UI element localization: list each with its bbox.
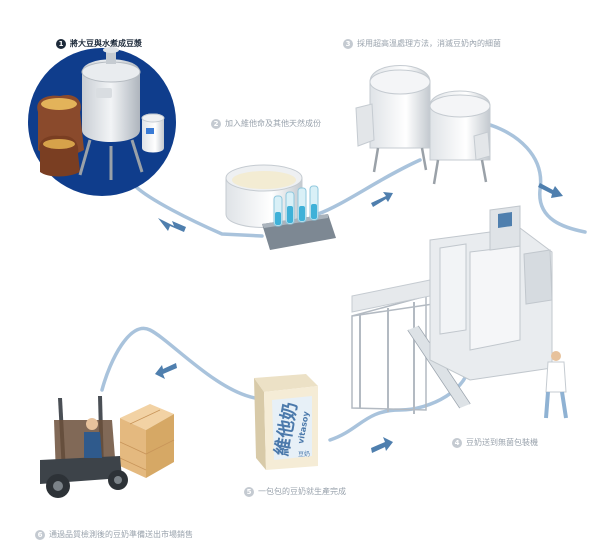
arrow-5 (155, 363, 177, 379)
step-number: 4 (452, 437, 462, 448)
pipe-1-2 (133, 184, 264, 238)
step-3-label: 3 採用超高溫處理方法，消滅豆奶內的細菌 (343, 38, 501, 49)
step-number: 5 (244, 486, 254, 497)
vitamin-station (225, 164, 336, 250)
arrow-1 (158, 218, 186, 232)
uht-station (355, 65, 491, 185)
arrow-4 (371, 437, 393, 453)
carton-sub-text: 豆奶 (298, 450, 310, 458)
step-text: 將大豆與水煮成豆漿 (70, 39, 142, 48)
pipes (100, 120, 587, 442)
pipe-5-6 (100, 326, 257, 400)
step-text: 採用超高溫處理方法，消滅豆奶內的細菌 (357, 39, 501, 48)
arrow-3 (538, 183, 563, 198)
step-5-label: 5 一包包的豆奶就生產完成 (244, 486, 346, 497)
step-text: 通過品質檢測後的豆奶準備送出市場銷售 (49, 530, 193, 539)
packaging-station (351, 205, 568, 419)
forklift-station (40, 396, 175, 498)
pipe-3-4 (478, 120, 587, 234)
step-4-label: 4 豆奶送到無菌包裝機 (452, 437, 538, 448)
step-number: 3 (343, 38, 353, 49)
flow-arrows (155, 183, 563, 453)
step-number: 2 (211, 118, 221, 129)
step-1-label: 1 將大豆與水煮成豆漿 (56, 38, 142, 49)
step-number: 6 (35, 529, 45, 540)
soy-milk-carton: 維他奶 vitasoy 豆奶 (254, 374, 318, 470)
step-number: 1 (56, 38, 66, 49)
step-text: 加入維他命及其他天然成份 (225, 119, 321, 128)
step-text: 一包包的豆奶就生產完成 (258, 487, 346, 496)
cooking-station (28, 47, 176, 196)
step-2-label: 2 加入維他命及其他天然成份 (211, 118, 321, 129)
arrow-2 (371, 192, 393, 207)
step-6-label: 6 通過品質檢測後的豆奶準備送出市場銷售 (35, 529, 193, 540)
pipe-2-3 (316, 158, 422, 216)
step-text: 豆奶送到無菌包裝機 (466, 438, 538, 447)
